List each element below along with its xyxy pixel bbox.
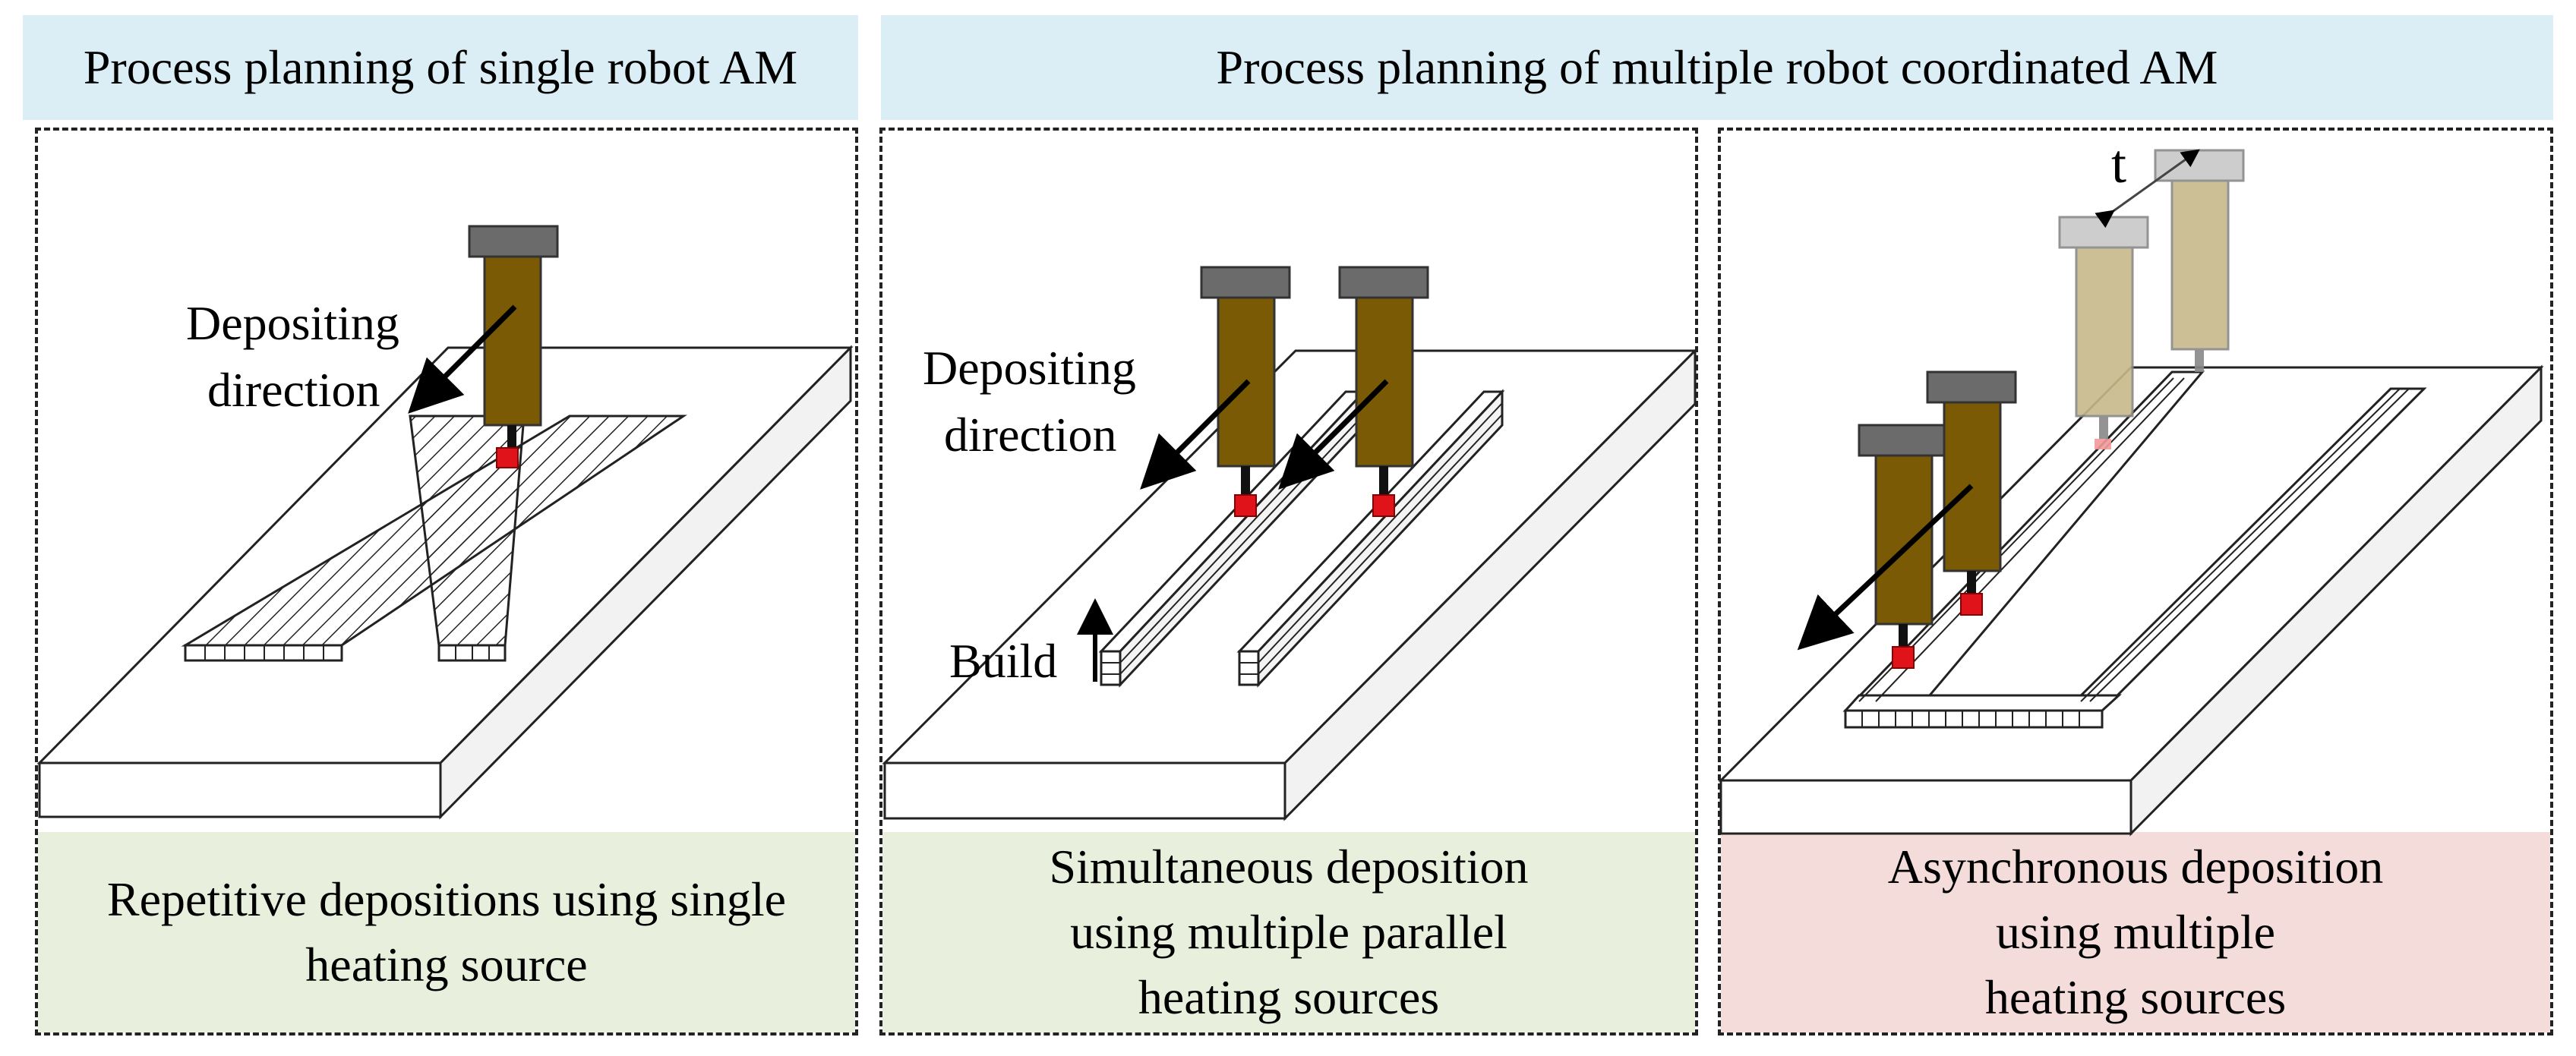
- caption-simultaneous-line-1: Simultaneous deposition: [1049, 840, 1529, 894]
- panel2-substrate: [882, 348, 1698, 821]
- panel-simultaneous: [879, 128, 1698, 1036]
- header-multiple-robot: Process planning of multiple robot coord…: [881, 15, 2553, 120]
- caption-simultaneous-line-3: heating sources: [1138, 970, 1440, 1024]
- caption-asynchronous-line-3: heating sources: [1984, 970, 2287, 1024]
- caption-single-line-2: heating source: [305, 938, 588, 991]
- caption-single-line-1: Repetitive depositions using single: [106, 872, 787, 926]
- caption-asynchronous-line-1: Asynchronous deposition: [1887, 840, 2384, 894]
- panel2-bead-2: [1236, 389, 1505, 688]
- panel1-nozzle: [468, 225, 559, 468]
- panel1-label-line-1: Depositing: [186, 296, 399, 350]
- caption-asynchronous-line-2: using multiple: [1996, 905, 2275, 959]
- panel3-nozzle-2: [1926, 370, 2017, 616]
- panel3-time-label: t: [2111, 134, 2126, 194]
- panel2-direction-arrow-1: [1140, 379, 1251, 490]
- panel1-x-deposit: [181, 415, 687, 662]
- caption-single: Repetitive depositions using single heat…: [38, 832, 855, 1032]
- panel3-ghost-nozzle-1: [2058, 216, 2149, 449]
- header-single-robot: Process planning of single robot AM: [23, 15, 858, 120]
- panel3-ghost-nozzle-2: [2154, 149, 2245, 372]
- panel2-build-label: Build: [949, 634, 1057, 688]
- panel1-label-line-2: direction: [207, 363, 380, 417]
- panel3-nozzle-1: [1858, 424, 1949, 669]
- caption-simultaneous-line-2: using multiple parallel: [1070, 905, 1507, 959]
- panel2-label-line-2: direction: [944, 408, 1116, 462]
- panel3-time-arrow: [2095, 149, 2200, 229]
- caption-simultaneous: Simultaneous deposition using multiple p…: [882, 832, 1695, 1032]
- panel3-u-deposit: [1842, 370, 2427, 729]
- panel2-label-line-1: Depositing: [923, 341, 1136, 395]
- panel1-direction-arrow: [408, 304, 517, 414]
- panel3-direction-arrow: [1797, 484, 1974, 651]
- panel2-nozzle-2: [1338, 266, 1429, 517]
- panel2-nozzle-1: [1200, 266, 1291, 517]
- panel-single-robot: [35, 128, 858, 1036]
- caption-asynchronous: Asynchronous deposition using multiple h…: [1721, 832, 2550, 1032]
- panel-asynchronous: [1718, 128, 2553, 1036]
- panel2-direction-arrow-2: [1278, 379, 1389, 490]
